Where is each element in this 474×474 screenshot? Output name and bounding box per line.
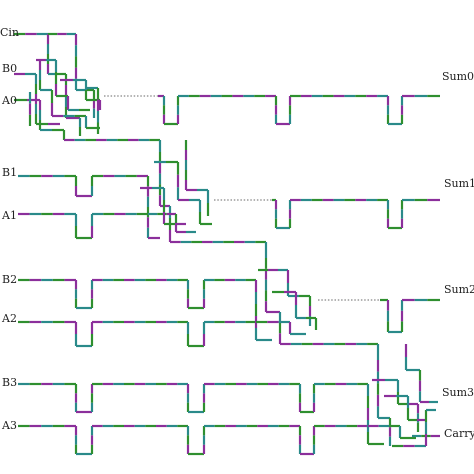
label-sum2: Sum2 <box>444 283 474 296</box>
label-a1: A1 <box>1 209 17 222</box>
label-b2: B2 <box>2 273 17 286</box>
label-sum0: Sum0 <box>442 70 474 83</box>
wire-network <box>14 32 440 456</box>
label-b1: B1 <box>2 166 17 179</box>
label-sum1: Sum1 <box>444 177 474 190</box>
label-sum3: Sum3 <box>442 386 474 399</box>
label-b0: B0 <box>2 62 17 75</box>
label-cin: Cin <box>0 26 19 39</box>
label-a2: A2 <box>1 312 17 325</box>
label-b3: B3 <box>2 376 17 389</box>
label-carry-out: Carry-o <box>444 427 474 440</box>
label-a0: A0 <box>1 94 17 107</box>
label-a3: A3 <box>1 419 17 432</box>
